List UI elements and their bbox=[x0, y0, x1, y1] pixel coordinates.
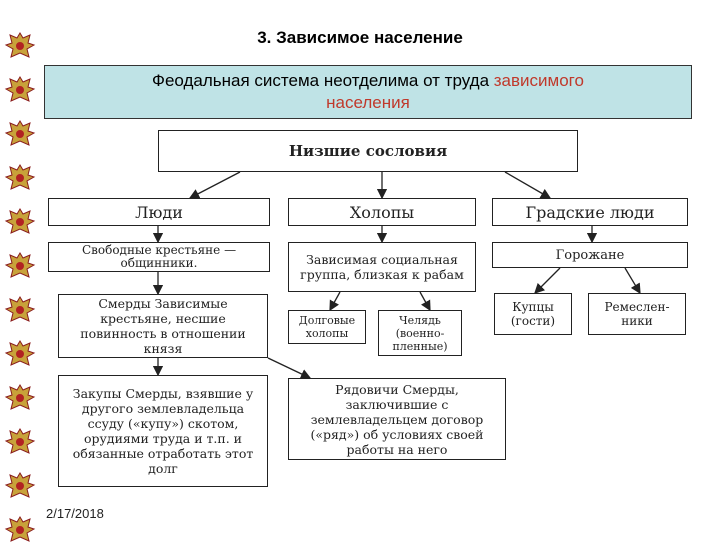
footer-date: 2/17/2018 bbox=[46, 506, 104, 521]
node-craftsmen: Ремеслен-ники bbox=[588, 293, 686, 335]
eagle-emblem-icon bbox=[4, 120, 36, 146]
arrow-smerdy-ryadovichi bbox=[267, 357, 312, 379]
node-free-peasants: Свободные крестьяне — общинники. bbox=[48, 242, 270, 272]
eagle-emblem-icon bbox=[4, 472, 36, 498]
banner-text: Феодальная система неотделима от труда bbox=[152, 71, 494, 90]
diagram-arrows bbox=[152, 171, 641, 379]
node-dependent-group: Зависимая социальная группа, близкая к р… bbox=[288, 242, 476, 292]
arrow-townspeople-merchants bbox=[534, 267, 561, 294]
eagle-emblem-icon bbox=[4, 516, 36, 542]
arrow-townspeople-craftsmen bbox=[624, 267, 641, 295]
arrow-top-people bbox=[188, 171, 241, 199]
eagle-emblem-icon bbox=[4, 32, 36, 58]
eagle-emblem-icon bbox=[4, 252, 36, 278]
node-lower-estates: Низшие сословия bbox=[158, 130, 578, 172]
eagle-emblem-icon bbox=[4, 76, 36, 102]
eagle-emblem-icon bbox=[4, 428, 36, 454]
node-smerdy: Смерды Зависимые крестьяне, несшие повин… bbox=[58, 294, 268, 358]
node-people: Люди bbox=[48, 198, 270, 226]
node-chelyad: Челядь (военно-пленные) bbox=[378, 310, 462, 356]
node-debt-kholopy: Долговые холопы bbox=[288, 310, 366, 344]
node-townspeople: Горожане bbox=[492, 242, 688, 268]
arrow-group-chelyad bbox=[419, 291, 431, 312]
banner: Феодальная система неотделима от труда з… bbox=[44, 65, 692, 119]
node-zakupy: Закупы Смерды, взявшие у другого землевл… bbox=[58, 375, 268, 487]
node-merchants: Купцы (гости) bbox=[494, 293, 572, 335]
banner-line2: населения bbox=[326, 93, 410, 112]
eagle-emblem-icon bbox=[4, 340, 36, 366]
arrow-top-town bbox=[504, 171, 552, 199]
node-kholopy: Холопы bbox=[288, 198, 476, 226]
node-town-people: Градские люди bbox=[492, 198, 688, 226]
eagle-emblem-icon bbox=[4, 296, 36, 322]
node-ryadovichi: Рядовичи Смерды, заключившие с землевлад… bbox=[288, 378, 506, 460]
slide-title: 3. Зависимое население bbox=[257, 28, 463, 47]
emblem-column bbox=[0, 30, 40, 558]
banner-highlight: зависимого bbox=[493, 71, 584, 90]
arrow-group-debt bbox=[329, 291, 341, 312]
eagle-emblem-icon bbox=[4, 384, 36, 410]
eagle-emblem-icon bbox=[4, 164, 36, 190]
eagle-emblem-icon bbox=[4, 208, 36, 234]
